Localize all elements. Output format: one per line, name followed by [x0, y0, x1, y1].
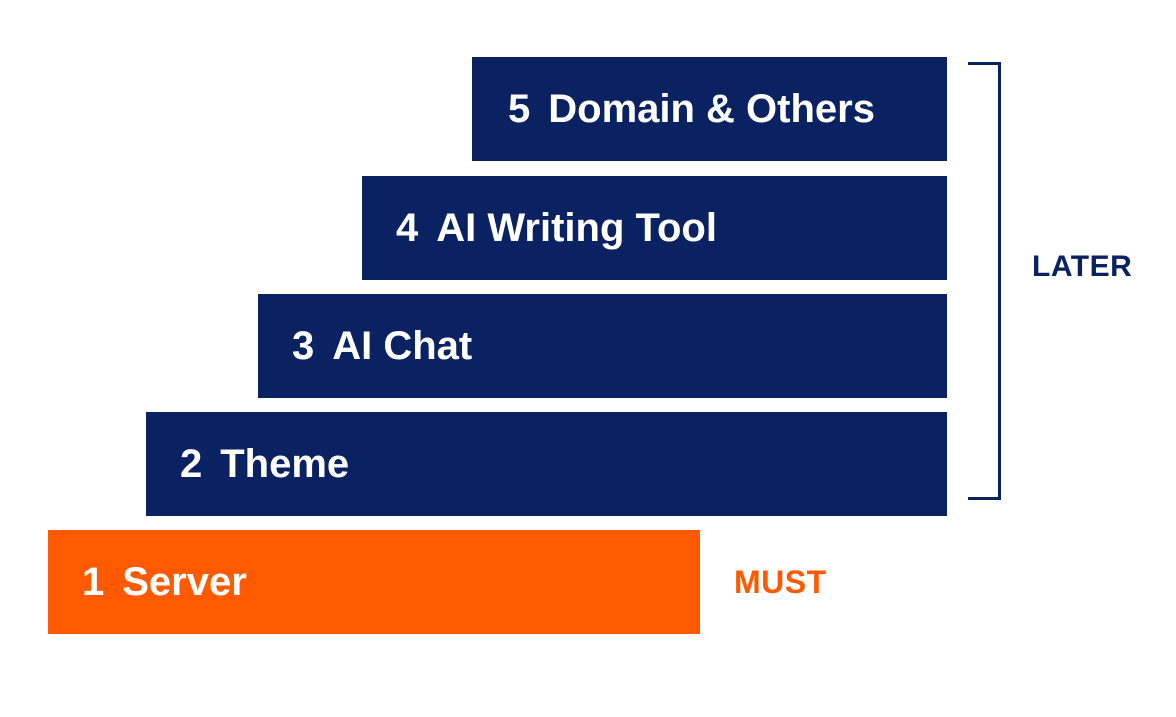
step-bar-ai-writing-tool: 4 AI Writing Tool [362, 176, 947, 280]
step-label: Theme [220, 441, 350, 486]
step-bar-theme: 2 Theme [146, 412, 947, 516]
step-number: 3 [292, 323, 315, 368]
step-bar-server: 1 Server [48, 530, 700, 634]
must-group-label: MUST [734, 564, 827, 600]
step-label: AI Chat [332, 323, 473, 368]
step-number: 5 [508, 86, 531, 131]
step-label: Server [122, 559, 247, 604]
step-number: 2 [180, 441, 203, 486]
step-number: 4 [396, 205, 419, 250]
step-bar-domain-and-others: 5 Domain & Others [472, 57, 947, 161]
later-group-bracket [968, 62, 1001, 500]
step-bar-ai-chat: 3 AI Chat [258, 294, 947, 398]
later-group-label: LATER [1032, 250, 1133, 283]
step-number: 1 [82, 559, 105, 604]
step-label: Domain & Others [548, 86, 875, 131]
step-label: AI Writing Tool [436, 205, 717, 250]
